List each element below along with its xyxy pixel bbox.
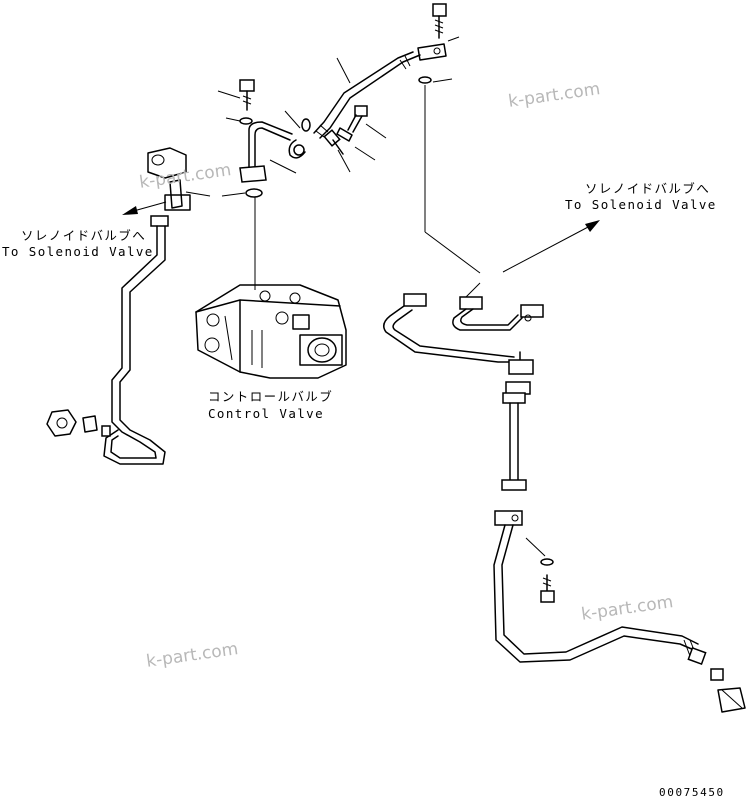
fitting-left-small [46,409,111,437]
label-control-valve-jp: コントロールバルブ [208,389,334,404]
drawing-number: 00075450 [659,786,725,799]
hose-upper [313,51,421,139]
pipe-right-lower [493,510,699,663]
pipe-right-vertical [501,392,527,491]
arrow-to-solenoid-left [122,201,167,215]
bolt-left [217,79,255,111]
o-ring-valve [245,188,263,198]
pipe-to-control-valve [239,121,297,183]
pipe-left [103,215,169,465]
leader-right-long [424,85,481,274]
control-valve [195,284,347,379]
leader-lines-top [284,36,460,173]
solenoid-fitting-left [147,147,191,211]
nipple-fitting [323,129,344,155]
washer-left [239,117,253,125]
bolt-mid [347,105,368,133]
label-solenoid-right-jp: ソレノイドバルブへ [585,181,711,196]
label-solenoid-right-en: To Solenoid Valve [565,197,717,212]
label-solenoid-left-jp: ソレノイドバルブへ [21,228,147,243]
label-solenoid-left-en: To Solenoid Valve [2,244,154,259]
washer-top-right [418,76,432,84]
bolt-right-lower [525,537,555,603]
label-control-valve-en: Control Valve [208,406,325,421]
pipe-right-upper [383,293,544,395]
o-ring-small [301,118,311,132]
top-bolt-right [432,3,447,39]
small-fitting [336,127,353,142]
elbow-fitting [288,139,306,159]
flange-top-right [417,43,447,61]
leader-left-1 [185,191,211,197]
fitting-right-lower [687,647,746,713]
arrow-to-solenoid-right [502,220,600,273]
